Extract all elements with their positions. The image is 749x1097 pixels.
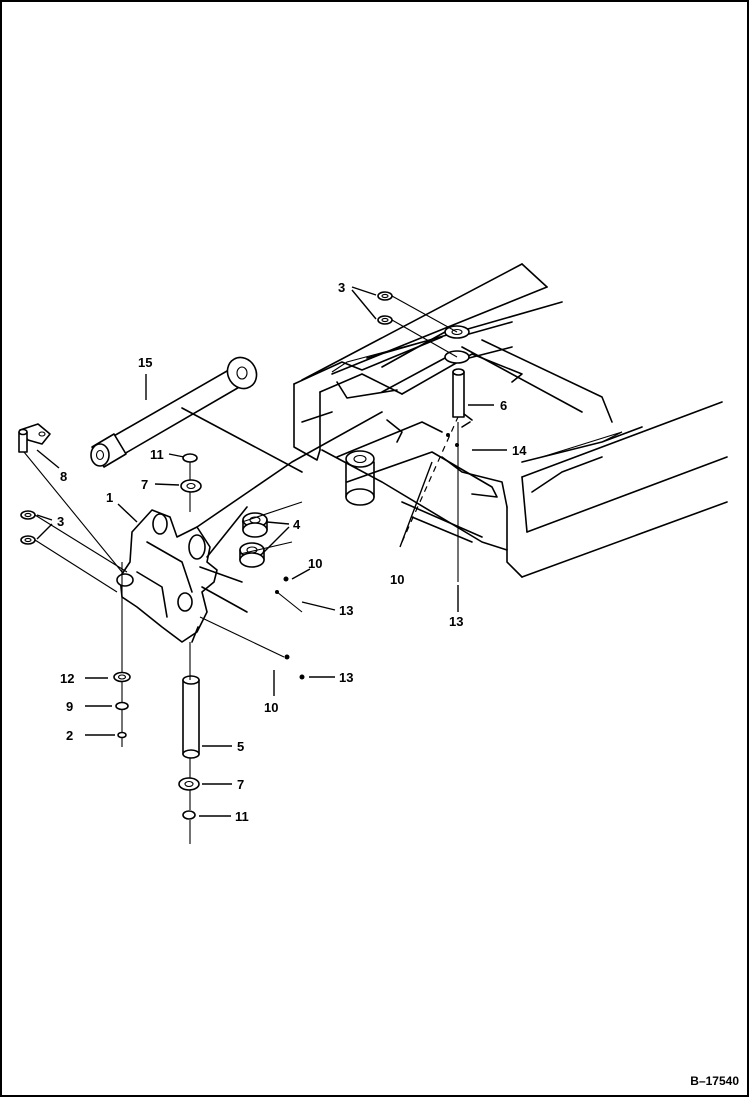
callout-7-lower: 7 xyxy=(237,777,244,792)
swing-bracket xyxy=(116,411,383,643)
callout-15: 15 xyxy=(138,355,152,370)
assembly-center-lines xyxy=(23,295,459,844)
callout-9: 9 xyxy=(66,699,73,714)
callout-8: 8 xyxy=(60,469,67,484)
bushings xyxy=(239,512,268,568)
callout-12: 12 xyxy=(60,671,74,686)
callout-11-lower: 11 xyxy=(235,809,249,824)
callout-3-top: 3 xyxy=(338,280,345,295)
callout-7-upper: 7 xyxy=(141,477,148,492)
figure-reference: B–17540 xyxy=(690,1074,739,1088)
callout-10-lower: 10 xyxy=(264,700,278,715)
machine-frame xyxy=(293,263,728,578)
pivot-pin xyxy=(182,675,200,759)
lock-pin-plate xyxy=(18,423,51,453)
callout-10-upper: 10 xyxy=(308,556,322,571)
callout-13-lower: 13 xyxy=(339,670,353,685)
callout-6: 6 xyxy=(500,398,507,413)
callout-4: 4 xyxy=(293,517,301,532)
callout-3-left: 3 xyxy=(57,514,64,529)
callout-5: 5 xyxy=(237,739,244,754)
callout-10-right: 10 xyxy=(390,572,404,587)
callout-labels: 15 11 7 8 1 3 4 10 13 13 10 12 9 2 5 7 1… xyxy=(57,280,527,824)
swing-cylinder xyxy=(90,356,303,473)
callout-1: 1 xyxy=(106,490,113,505)
callout-13-right: 13 xyxy=(449,614,463,629)
callout-2: 2 xyxy=(66,728,73,743)
callout-13-upper: 13 xyxy=(339,603,353,618)
callout-11-upper: 11 xyxy=(150,447,164,462)
callout-14: 14 xyxy=(512,443,527,458)
callout-leaders xyxy=(36,286,507,817)
